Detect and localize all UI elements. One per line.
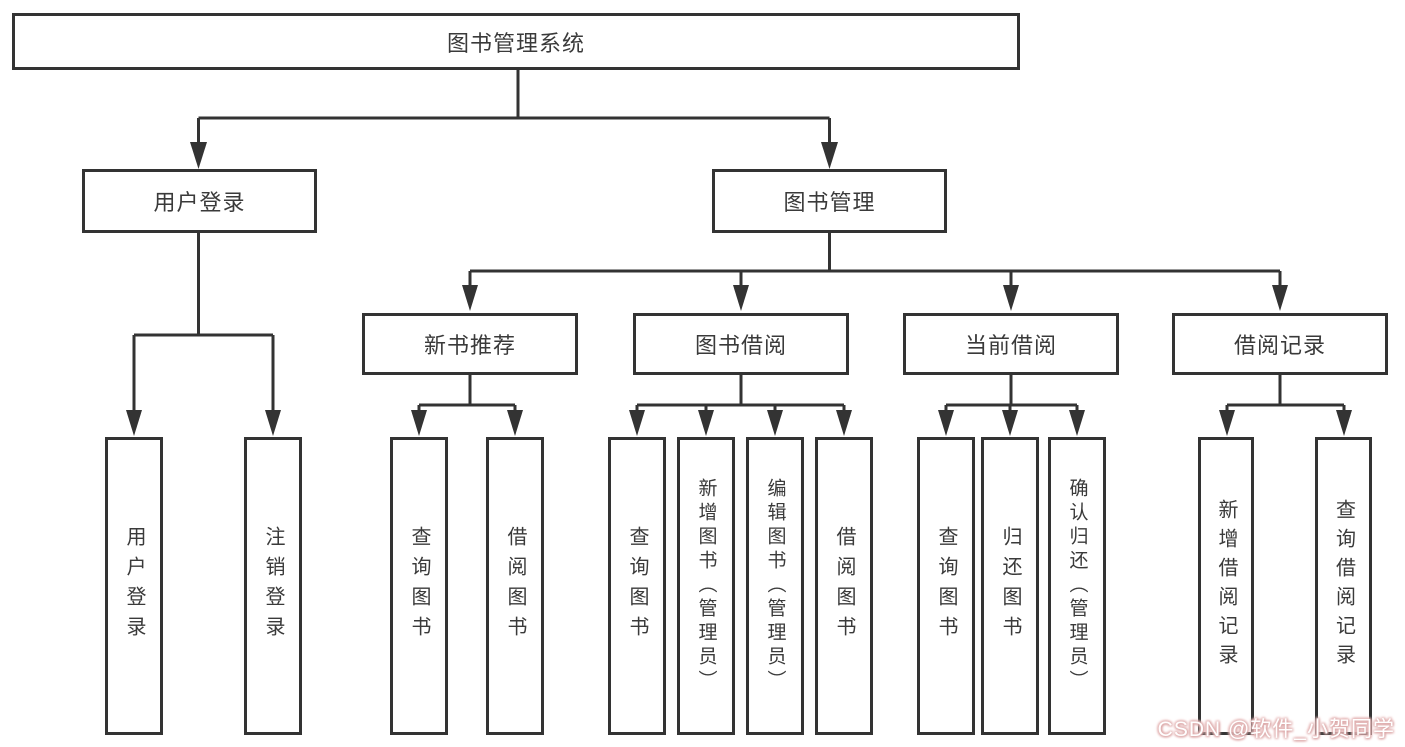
leaf-records-query-record: 查询借阅记录 bbox=[1315, 437, 1372, 735]
leaf-borrow-add-books-admin: 新增图书（管理员） bbox=[677, 437, 735, 735]
leaf-borrow-edit-books-admin: 编辑图书（管理员） bbox=[746, 437, 804, 735]
node-borrow-records: 借阅记录 bbox=[1172, 313, 1388, 375]
leaf-logout: 注销登录 bbox=[244, 437, 302, 735]
node-current-borrow: 当前借阅 bbox=[903, 313, 1119, 375]
node-root: 图书管理系统 bbox=[12, 13, 1020, 70]
leaf-borrow-query-books: 查询图书 bbox=[608, 437, 666, 735]
node-book-management: 图书管理 bbox=[712, 169, 947, 233]
leaf-borrow-borrow-books: 借阅图书 bbox=[815, 437, 873, 735]
leaf-current-query-books: 查询图书 bbox=[917, 437, 975, 735]
node-user-login: 用户登录 bbox=[82, 169, 317, 233]
leaf-current-return-books: 归还图书 bbox=[981, 437, 1039, 735]
node-book-borrow: 图书借阅 bbox=[633, 313, 849, 375]
leaf-recommend-borrow-books: 借阅图书 bbox=[486, 437, 544, 735]
leaf-current-confirm-return-admin: 确认归还（管理员） bbox=[1048, 437, 1106, 735]
node-new-book-recommend: 新书推荐 bbox=[362, 313, 578, 375]
leaf-user-login: 用户登录 bbox=[105, 437, 163, 735]
leaf-records-add-record: 新增借阅记录 bbox=[1198, 437, 1254, 735]
csdn-watermark: CSDN @软件_小贺同学 bbox=[1157, 718, 1395, 741]
leaf-recommend-query-books: 查询图书 bbox=[390, 437, 448, 735]
